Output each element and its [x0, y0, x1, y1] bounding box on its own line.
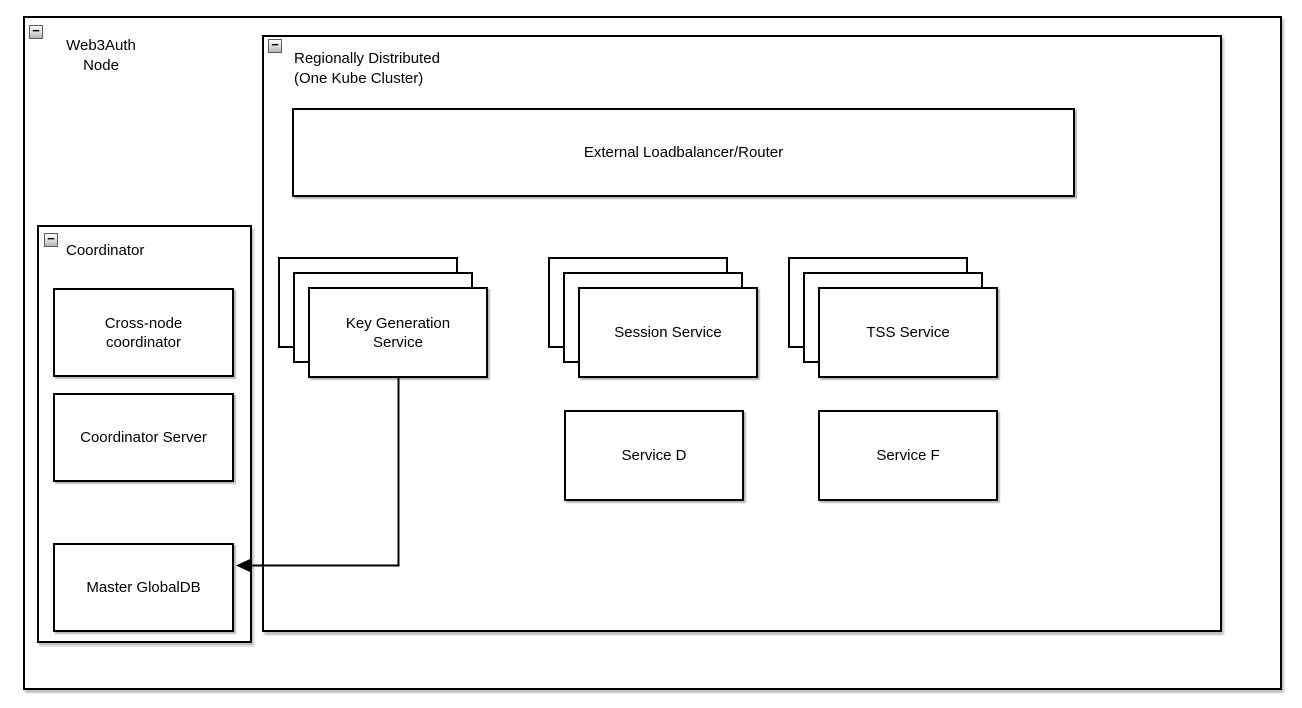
regional-collapse-button[interactable]: −	[268, 36, 282, 53]
coordinator-label: Coordinator	[66, 242, 145, 259]
web3auth-collapse-button[interactable]: −	[29, 22, 43, 39]
coordinator-collapse-button[interactable]: −	[44, 230, 58, 247]
node-service-d[interactable]: Service D	[564, 410, 744, 501]
node-service-f[interactable]: Service F	[818, 410, 998, 501]
node-coordinator-server[interactable]: Coordinator Server	[53, 393, 234, 482]
service-f-label: Service F	[876, 447, 940, 464]
regionally-distributed-label: Regionally Distributed (One Kube Cluster…	[294, 50, 440, 87]
coordinator-server-label: Coordinator Server	[80, 429, 207, 446]
key-generation-service-label: Key Generation Service	[345, 314, 451, 351]
node-external-loadbalancer[interactable]: External Loadbalancer/Router	[292, 108, 1075, 197]
service-d-label: Service D	[621, 447, 687, 464]
minus-icon: −	[32, 22, 40, 38]
node-key-generation-service[interactable]: Key Generation Service	[308, 287, 488, 378]
cross-node-coordinator-label: Cross-node coordinator	[104, 314, 183, 351]
minus-icon: −	[47, 230, 55, 246]
node-cross-node-coordinator[interactable]: Cross-node coordinator	[53, 288, 234, 377]
node-session-service[interactable]: Session Service	[578, 287, 758, 378]
node-master-globaldb[interactable]: Master GlobalDB	[53, 543, 234, 632]
session-service-label: Session Service	[614, 324, 722, 341]
tss-service-label: TSS Service	[866, 324, 950, 341]
external-loadbalancer-label: External Loadbalancer/Router	[583, 144, 784, 161]
node-tss-service[interactable]: TSS Service	[818, 287, 998, 378]
minus-icon: −	[271, 36, 279, 52]
master-globaldb-label: Master GlobalDB	[86, 579, 201, 596]
web3auth-node-label: Web3Auth Node	[66, 37, 136, 74]
